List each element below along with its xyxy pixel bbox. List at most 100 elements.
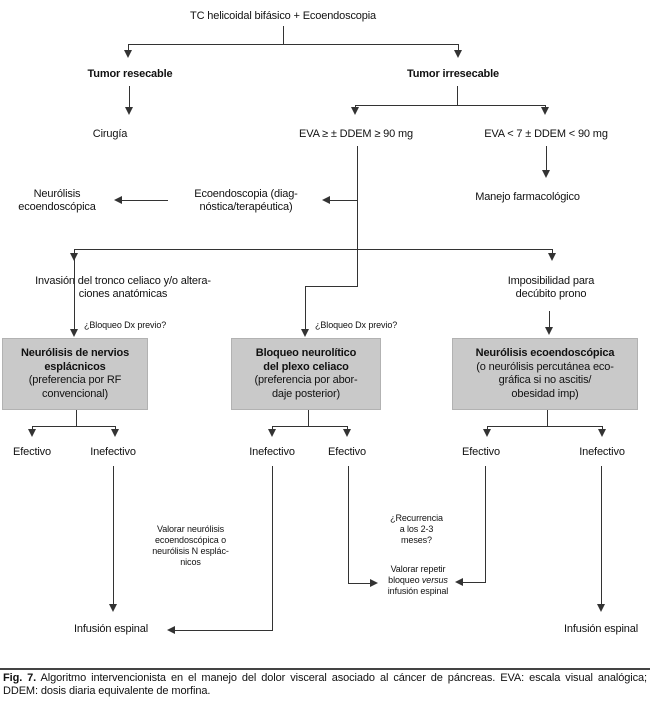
- box-neurolisis-ecoendoscopica-title: Neurólisis ecoendoscópica: [475, 347, 615, 359]
- arrow-down-icon: [483, 429, 491, 437]
- box-bloqueo-plexo-celiaco: Bloqueo neurolítico del plexo celiaco (p…: [231, 338, 381, 410]
- connector: [283, 26, 284, 44]
- arrow-left-icon: [455, 578, 463, 586]
- node-cirugia: Cirugía: [92, 128, 128, 140]
- node-imposibilidad: Imposibilidad para decúbito prono: [507, 275, 595, 300]
- connector: [113, 466, 114, 605]
- figure-caption: Fig. 7. Algoritmo intervencionista en el…: [3, 672, 647, 697]
- connector: [348, 583, 370, 584]
- connector: [601, 466, 602, 605]
- arrow-down-icon: [542, 170, 550, 178]
- connector: [602, 426, 603, 431]
- connector: [32, 426, 115, 427]
- connector: [175, 630, 272, 631]
- figure-caption-text: Algoritmo intervencionista en el manejo …: [3, 672, 647, 697]
- connector: [129, 86, 130, 108]
- arrow-down-icon: [70, 253, 78, 261]
- box-neurolisis-esplacnicos: Neurólisis de nervios esplácnicos (prefe…: [2, 338, 148, 410]
- arrow-down-icon: [454, 50, 462, 58]
- label-bloqueo-dx-mid: ¿Bloqueo Dx previo?: [315, 320, 398, 330]
- node-infusion-espinal-right: Infusión espinal: [563, 623, 639, 635]
- connector: [32, 426, 33, 431]
- arrow-down-icon: [109, 604, 117, 612]
- connector: [463, 582, 485, 583]
- node-ecoendoscopia: Ecoendoscopia (diag- nóstica/terapéutica…: [194, 188, 298, 213]
- arrow-left-icon: [322, 196, 330, 204]
- arrow-down-icon: [548, 253, 556, 261]
- node-neurolisis-eco: Neurólisis ecoendoscópica: [18, 188, 96, 213]
- node-eva-high: EVA ≥ ± DDEM ≥ 90 mg: [299, 128, 413, 140]
- connector: [347, 426, 348, 431]
- arrow-down-icon: [28, 429, 36, 437]
- arrow-down-icon: [541, 107, 549, 115]
- arrow-left-icon: [167, 626, 175, 634]
- outcome-right-inefectivo: Inefectivo: [579, 446, 625, 458]
- connector: [272, 426, 273, 431]
- arrow-right-icon: [370, 579, 378, 587]
- node-eva-low: EVA < 7 ± DDEM < 90 mg: [484, 128, 608, 140]
- box-neurolisis-esplacnicos-title: Neurólisis de nervios esplácnicos: [20, 347, 130, 373]
- connector: [115, 426, 116, 431]
- connector: [305, 286, 306, 330]
- caption-divider: [0, 668, 650, 670]
- connector: [74, 249, 552, 250]
- figure-caption-label: Fig. 7.: [3, 672, 37, 684]
- note-valorar-repetir-part1: Valorar repetir bloqueo: [388, 564, 446, 585]
- box-bloqueo-plexo-celiaco-sub: (preferencia por abor- daje posterior): [254, 374, 358, 400]
- connector: [305, 286, 357, 287]
- node-root: TC helicoidal bifásico + Ecoendoscopia: [190, 10, 376, 22]
- node-infusion-espinal-left: Infusión espinal: [73, 623, 149, 635]
- arrow-down-icon: [124, 50, 132, 58]
- note-recurrencia: ¿Recurrencia a los 2-3 meses?: [390, 513, 443, 545]
- arrow-down-icon: [111, 429, 119, 437]
- arrow-left-icon: [114, 196, 122, 204]
- arrow-down-icon: [125, 107, 133, 115]
- connector: [272, 466, 273, 631]
- connector: [122, 200, 168, 201]
- connector: [330, 200, 357, 201]
- node-invasion-tronco: Invasión del tronco celiaco y/o altera- …: [35, 275, 211, 300]
- connector: [552, 249, 553, 254]
- node-manejo-farmacologico: Manejo farmacológico: [475, 191, 580, 203]
- arrow-down-icon: [351, 107, 359, 115]
- connector: [487, 426, 602, 427]
- connector: [487, 426, 488, 431]
- arrow-down-icon: [598, 429, 606, 437]
- outcome-left-inefectivo: Inefectivo: [90, 446, 136, 458]
- note-valorar-repetir: Valorar repetir bloqueo versus infusión …: [379, 564, 457, 597]
- node-tumor-resecable: Tumor resecable: [87, 68, 173, 80]
- outcome-left-efectivo: Efectivo: [13, 446, 51, 458]
- arrow-down-icon: [268, 429, 276, 437]
- arrow-down-icon: [343, 429, 351, 437]
- node-tumor-irresecable: Tumor irresecable: [406, 68, 499, 80]
- note-valorar-neurolisis: Valorar neurólisis ecoendoscópica o neur…: [152, 524, 229, 567]
- connector: [74, 249, 75, 330]
- arrow-down-icon: [597, 604, 605, 612]
- box-neurolisis-ecoendoscopica-sub: (o neurólisis percutánea eco- gráfica si…: [476, 360, 614, 400]
- connector: [355, 105, 545, 106]
- note-valorar-repetir-part2: infusión espinal: [387, 586, 449, 596]
- connector: [549, 311, 550, 328]
- box-bloqueo-plexo-celiaco-title: Bloqueo neurolítico del plexo celiaco: [255, 347, 357, 373]
- connector: [546, 146, 547, 171]
- arrow-down-icon: [70, 329, 78, 337]
- connector: [485, 466, 486, 583]
- arrow-down-icon: [545, 327, 553, 335]
- box-neurolisis-esplacnicos-sub: (preferencia por RF convencional): [28, 374, 122, 400]
- connector: [457, 86, 458, 106]
- connector: [76, 410, 77, 426]
- outcome-mid-inefectivo: Inefectivo: [249, 446, 295, 458]
- arrow-down-icon: [301, 329, 309, 337]
- note-valorar-repetir-versus: versus: [421, 575, 448, 585]
- connector: [458, 44, 459, 51]
- connector: [547, 410, 548, 426]
- connector: [357, 146, 358, 287]
- connector: [128, 44, 129, 51]
- label-bloqueo-dx-left: ¿Bloqueo Dx previo?: [84, 320, 167, 330]
- connector: [128, 44, 458, 45]
- box-neurolisis-ecoendoscopica: Neurólisis ecoendoscópica (o neurólisis …: [452, 338, 638, 410]
- connector: [348, 466, 349, 584]
- connector: [308, 410, 309, 426]
- connector: [272, 426, 347, 427]
